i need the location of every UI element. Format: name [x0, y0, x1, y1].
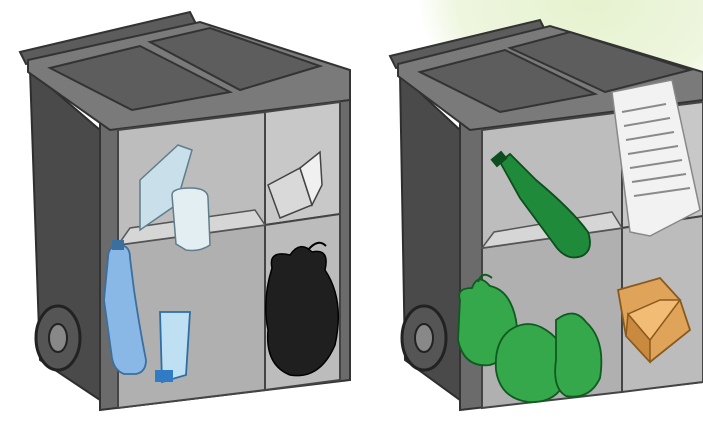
glass-jar — [172, 188, 210, 250]
wheel-hub — [49, 324, 67, 352]
compartment-lower-left — [118, 225, 265, 408]
bottle-cap — [112, 240, 124, 250]
wheel-hub — [415, 324, 433, 352]
bin-right-drawing — [360, 0, 703, 433]
bin-right — [360, 0, 703, 433]
tube-cap — [155, 370, 173, 382]
bin-left — [0, 0, 352, 433]
bin-left-drawing — [0, 0, 352, 433]
